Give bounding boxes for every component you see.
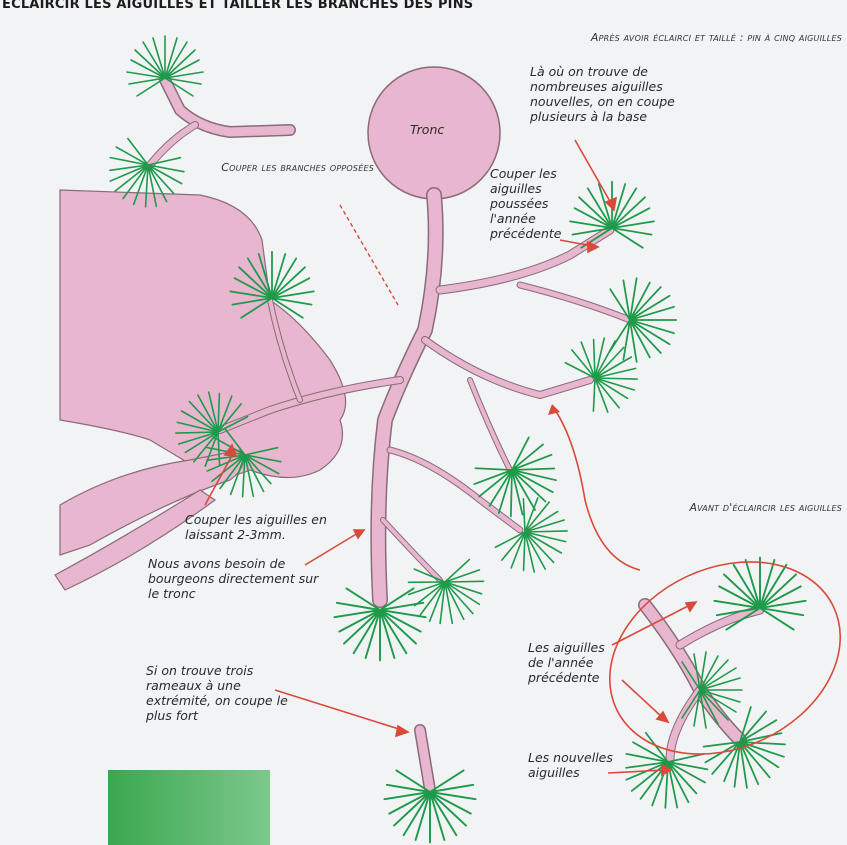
curved-arrow (554, 409, 641, 571)
cut-branch-top (146, 74, 296, 169)
new-needles-label: Les nouvelles aiguilles (528, 750, 613, 780)
cut-last-year-note: Couper les aiguilles poussées l'année pr… (490, 166, 562, 241)
cut-twig-bottom (414, 724, 436, 796)
last-year-needles-label: Les aiguilles de l'année précédente (528, 640, 605, 685)
cut-opposite-note: Couper les branches opposées (221, 161, 374, 174)
hand-illustration (59, 189, 347, 479)
cut-guide-line (339, 204, 399, 306)
buds-trunk-note: Nous avons besoin de bourgeons directeme… (148, 556, 319, 601)
three-shoots-note: Si on trouve trois rameaux à une extrémi… (146, 663, 288, 723)
green-swatch (108, 770, 270, 845)
annotation-arrows (204, 139, 698, 777)
cut-leave-note: Couper les aiguilles en laissant 2-3mm. (185, 512, 327, 542)
before-header: Avant d'éclaircir les aiguilles (689, 501, 842, 514)
many-new-needles-note: Là où on trouve de nombreuses aiguilles … (530, 64, 675, 124)
before-branch (638, 598, 765, 765)
after-header: Après avoir éclairci et taillé : pin à c… (590, 31, 842, 44)
before-ellipse (608, 561, 842, 755)
page-title: ECLAIRCIR LES AIGUILLES ET TAILLER LES B… (2, 0, 474, 12)
main-tree (216, 187, 634, 608)
trunk-label: Tronc (410, 122, 445, 137)
